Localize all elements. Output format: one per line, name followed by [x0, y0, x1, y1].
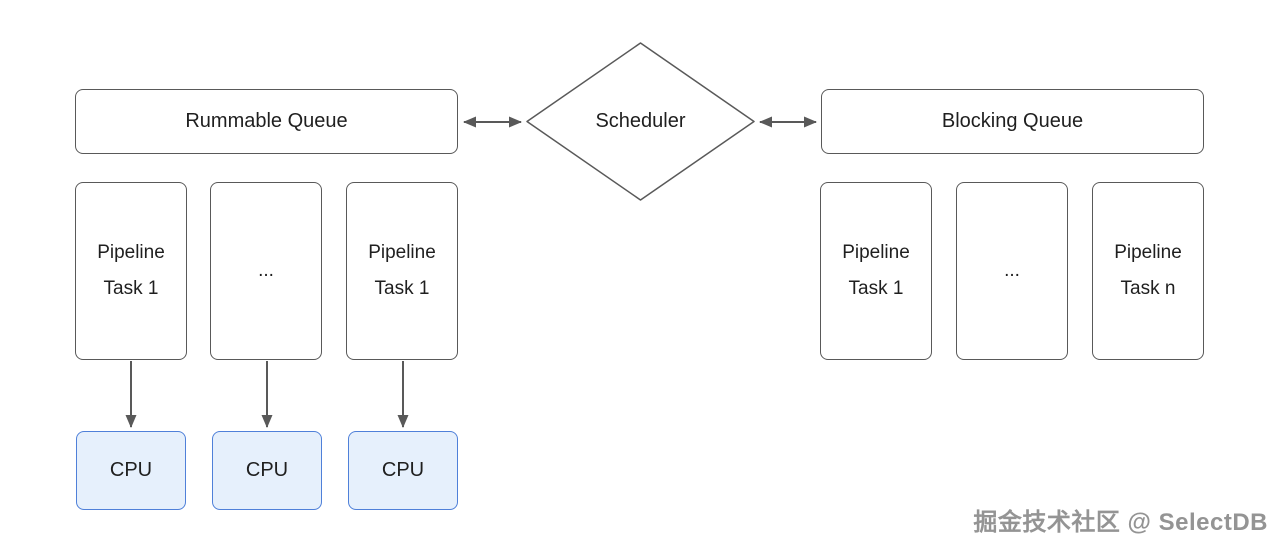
- left-pipeline-task-node: Pipeline Task 1: [346, 182, 458, 360]
- cpu-node: CPU: [348, 431, 458, 510]
- task-label-line1: Pipeline: [842, 242, 910, 263]
- task-label-line2: Task 1: [374, 278, 430, 299]
- task-label-line1: ...: [258, 260, 274, 281]
- task-label-line1: Pipeline: [97, 242, 165, 263]
- watermark-text: 掘金技术社区 @ SelectDB: [973, 509, 1268, 536]
- runnable-queue-node: Rummable Queue: [75, 89, 458, 154]
- right-pipeline-task-node: Pipeline Task n: [1092, 182, 1204, 360]
- left-pipeline-task-ellipsis-node: ...: [210, 182, 322, 360]
- right-pipeline-task-ellipsis-node: ...: [956, 182, 1068, 360]
- right-pipeline-task-node: Pipeline Task 1: [820, 182, 932, 360]
- left-pipeline-task-node: Pipeline Task 1: [75, 182, 187, 360]
- task-label-line1: Pipeline: [1114, 242, 1182, 263]
- scheduler-label: Scheduler: [595, 110, 686, 132]
- blocking-queue-label: Blocking Queue: [941, 110, 1084, 132]
- scheduler-node: Scheduler: [527, 89, 754, 154]
- cpu-label: CPU: [109, 459, 153, 481]
- blocking-queue-node: Blocking Queue: [821, 89, 1204, 154]
- runnable-queue-label: Rummable Queue: [185, 110, 348, 132]
- cpu-label: CPU: [245, 459, 289, 481]
- cpu-node: CPU: [76, 431, 186, 510]
- cpu-label: CPU: [381, 459, 425, 481]
- task-label-line2: Task 1: [848, 278, 904, 299]
- task-label-line1: ...: [1004, 260, 1020, 281]
- task-label-line2: Task 1: [103, 278, 159, 299]
- task-label-line2: Task n: [1120, 278, 1176, 299]
- cpu-node: CPU: [212, 431, 322, 510]
- task-label-line1: Pipeline: [368, 242, 436, 263]
